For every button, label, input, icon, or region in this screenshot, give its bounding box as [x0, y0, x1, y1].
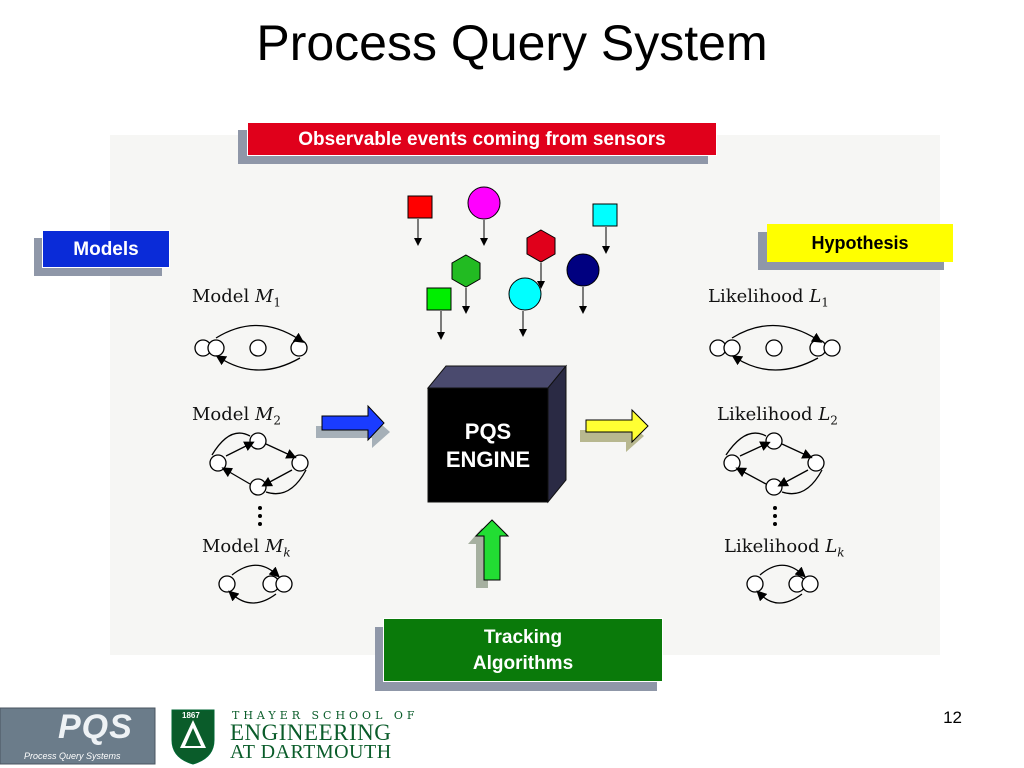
likelihood-2-label: Likelihood L2: [717, 404, 838, 428]
event-green-square: [426, 287, 452, 311]
event-green-hexagon: [451, 254, 481, 288]
slide-title: Process Query System: [256, 15, 768, 71]
tracking-label: Tracking Algorithms: [383, 618, 663, 682]
event-cyan-circle: [508, 277, 542, 311]
model-k-graph: [218, 564, 293, 604]
hypothesis-label: Hypothesis: [767, 224, 953, 262]
page-number: 12: [943, 708, 962, 727]
models-label: Models: [42, 230, 170, 268]
pqs-logo: [0, 707, 156, 765]
models-ellipsis: [258, 506, 777, 526]
thayer-line1: THAYER SCHOOL OF: [232, 709, 419, 722]
engine-label-line2: ENGINE: [445, 447, 531, 472]
tracking-label-line2: Algorithms: [472, 653, 574, 674]
model-1-graph: [194, 324, 308, 371]
events-label: Observable events coming from sensors: [247, 122, 717, 156]
model-k-label: Model Mk: [202, 536, 291, 560]
event-red-hexagon: [526, 229, 556, 263]
pqs-engine-box: [426, 364, 568, 504]
thayer-line2: ENGINEERING: [230, 720, 392, 745]
model-2-graph: [209, 432, 309, 496]
event-navy-circle: [566, 253, 600, 287]
thayer-year: 1867: [182, 711, 200, 720]
likelihood-2-graph: [723, 432, 825, 496]
event-red-square: [407, 195, 433, 219]
engine-label-line1: PQS: [464, 419, 512, 444]
likelihood-k-graph: [746, 564, 819, 604]
tracking-to-engine-arrow: [468, 519, 510, 588]
models-to-engine-arrow: [316, 404, 390, 448]
likelihood-1-graph: [709, 324, 841, 371]
pqs-logo-text: PQS: [58, 708, 133, 746]
event-magenta-circle: [467, 186, 501, 220]
likelihood-k-label: Likelihood Lk: [724, 536, 845, 560]
pqs-logo-subtitle: Process Query Systems: [24, 751, 121, 761]
model-1-label: Model M1: [192, 286, 282, 310]
engine-label: PQS ENGINE: [428, 418, 548, 474]
event-cyan-square: [592, 203, 618, 227]
thayer-line3: AT DARTMOUTH: [230, 741, 392, 763]
tracking-label-line1: Tracking: [483, 627, 563, 648]
likelihood-1-label: Likelihood L1: [708, 286, 829, 310]
sensor-events: [407, 186, 618, 340]
model-2-label: Model M2: [192, 404, 282, 428]
engine-to-hypothesis-arrow: [580, 408, 649, 452]
thayer-shield-icon: [171, 709, 215, 765]
